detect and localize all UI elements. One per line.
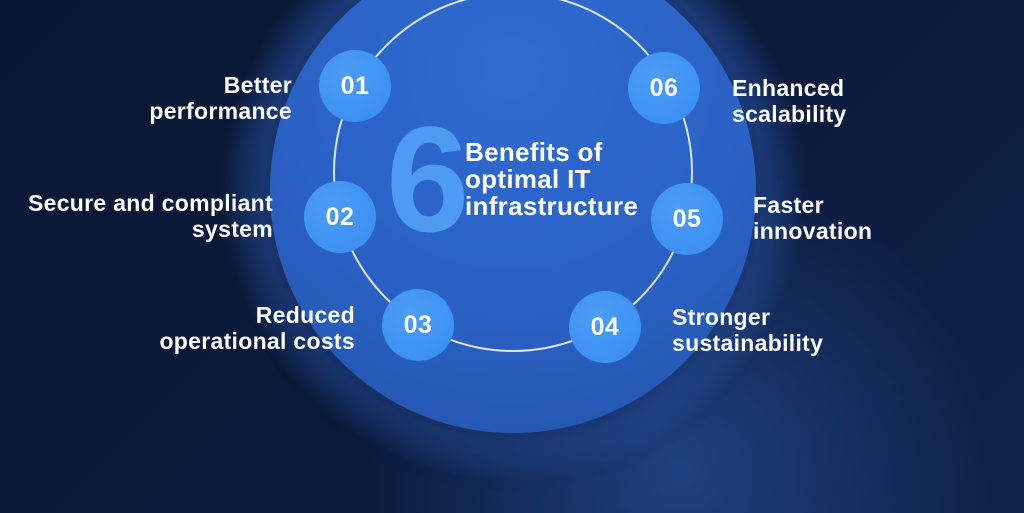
benefit-node-01-number: 01 (340, 71, 370, 100)
benefit-node-02-number: 02 (325, 202, 355, 231)
benefit-label-faster-innovation: Faster innovation (753, 192, 873, 244)
benefit-node-04-number: 04 (590, 312, 620, 341)
center-title: Benefits of optimal IT infrastructure (465, 137, 639, 221)
benefit-node-06-number: 06 (649, 73, 679, 102)
benefit-node-03: 03 (382, 289, 454, 361)
benefit-node-03-number: 03 (403, 310, 433, 339)
benefit-node-02: 02 (304, 181, 376, 253)
orbit-ring (333, 0, 693, 352)
benefit-node-04: 04 (569, 291, 641, 363)
benefit-label-enhanced-scalability: Enhanced scalability (732, 75, 847, 127)
benefit-node-05-number: 05 (672, 204, 702, 233)
center-number: 6 (386, 95, 470, 263)
benefit-node-06: 06 (628, 52, 700, 124)
benefit-label-better-performance: Better performance (149, 72, 292, 124)
benefit-node-05: 05 (651, 183, 723, 255)
benefit-label-secure-compliant-system: Secure and compliant system (27, 190, 273, 242)
benefit-label-stronger-sustainability: Stronger sustainability (672, 304, 824, 356)
benefit-label-reduced-operational-costs: Reduced operational costs (159, 302, 355, 354)
benefit-node-01: 01 (319, 50, 391, 122)
